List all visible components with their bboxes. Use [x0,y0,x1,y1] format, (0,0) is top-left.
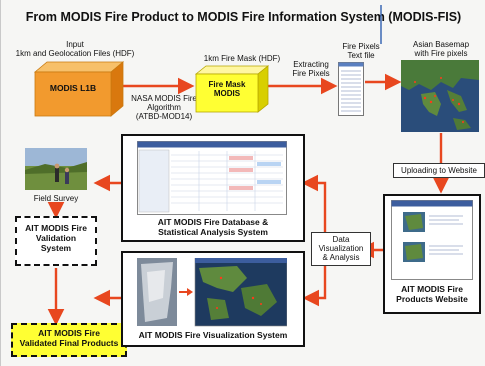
arrow-datavis-to-database [301,174,327,236]
website-screenshot [391,200,473,280]
field-survey-label: Field Survey [33,194,79,203]
validated-products-box [11,323,127,357]
website-label: AIT MODIS Fire Products Website [396,284,468,304]
fire-pixels-label: Fire Pixels Text file [342,42,380,61]
arrow-datavis-to-visualization [302,262,327,307]
data-visualization-label: Data Visualization & Analysis [311,232,371,266]
validation-system-text: AIT MODIS Fire Validation System [25,223,87,253]
fire-pixels-text-file [338,62,364,116]
algorithm-label: NASA MODIS Fire Algorithm (ATBD-MOD14) [131,94,197,122]
database-system-label: AIT MODIS Fire Database & Statistical An… [157,217,269,237]
visualization-screenshot [137,258,287,327]
modis-l1b-text: MODIS L1B [49,83,97,93]
visualization-system-label: AIT MODIS Fire Visualization System [138,330,288,340]
basemap-label: Asian Basemap with Fire pixels [412,40,470,59]
extracting-label: Extracting Fire Pixels [292,60,330,79]
database-screenshot [137,141,287,215]
asian-basemap-image [401,60,479,132]
fire-mask-box [194,65,270,113]
page-title: From MODIS Fire Product to MODIS Fire In… [25,10,462,24]
field-survey-photo [25,148,87,190]
uploading-label: Uploading to Website [393,163,485,179]
validation-system-box [15,216,97,266]
fire-mask-label: 1km Fire Mask (HDF) [203,54,281,63]
modis-l1b-box [33,61,125,117]
fire-mask-text: Fire Mask MODIS [208,80,246,99]
input-label: Input 1km and Geolocation Files (HDF) [15,40,135,59]
validated-products-text: AIT MODIS Fire Validated Final Products [19,328,119,348]
